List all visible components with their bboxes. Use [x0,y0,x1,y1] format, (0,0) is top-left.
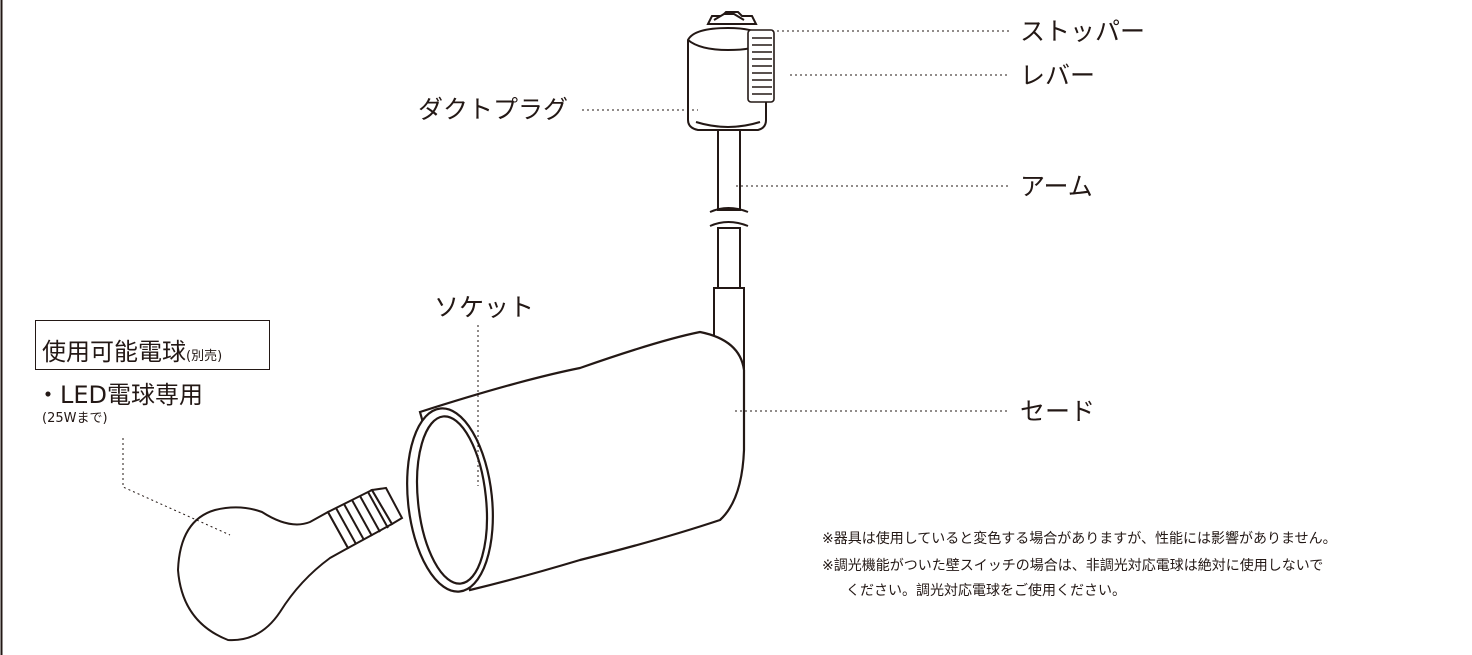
bulb-info-box: 使用可能電球(別売) [35,320,270,370]
leader-lines [122,30,1010,536]
arm-label: アーム [1020,172,1093,201]
lever-label: レバー [1020,61,1096,90]
bulb-type: ・LED電球専用 [36,381,204,409]
socket-label: ソケット [434,293,535,322]
bulb-info-title: 使用可能電球(別売) [42,332,222,367]
bulb-info-title-sub: (別売) [186,349,223,364]
duct-plug-label: ダクトプラグ [418,95,569,124]
bulb-wattage-limit: (25Wまで) [42,411,108,426]
note-discoloration: ※器具は使用していると変色する場合がありますが、性能には影響がありません。 [822,531,1337,547]
bulb-info-title-main: 使用可能電球 [42,338,186,366]
shade-label: セード [1020,397,1096,426]
bulb-base [326,486,404,550]
lever-part [747,29,775,103]
stopper-label: ストッパー [1020,17,1146,46]
led-bulb [176,486,404,642]
note-dimmer-warning: ※調光機能がついた壁スイッチの場合は、非調光対応電球は絶対に使用しないで [822,558,1324,574]
duct-plug-part [687,26,767,131]
stopper-part [706,11,758,25]
note-dimmer-warning-cont: ください。調光対応電球をご使用ください。 [846,583,1126,599]
shade-part [406,330,746,593]
